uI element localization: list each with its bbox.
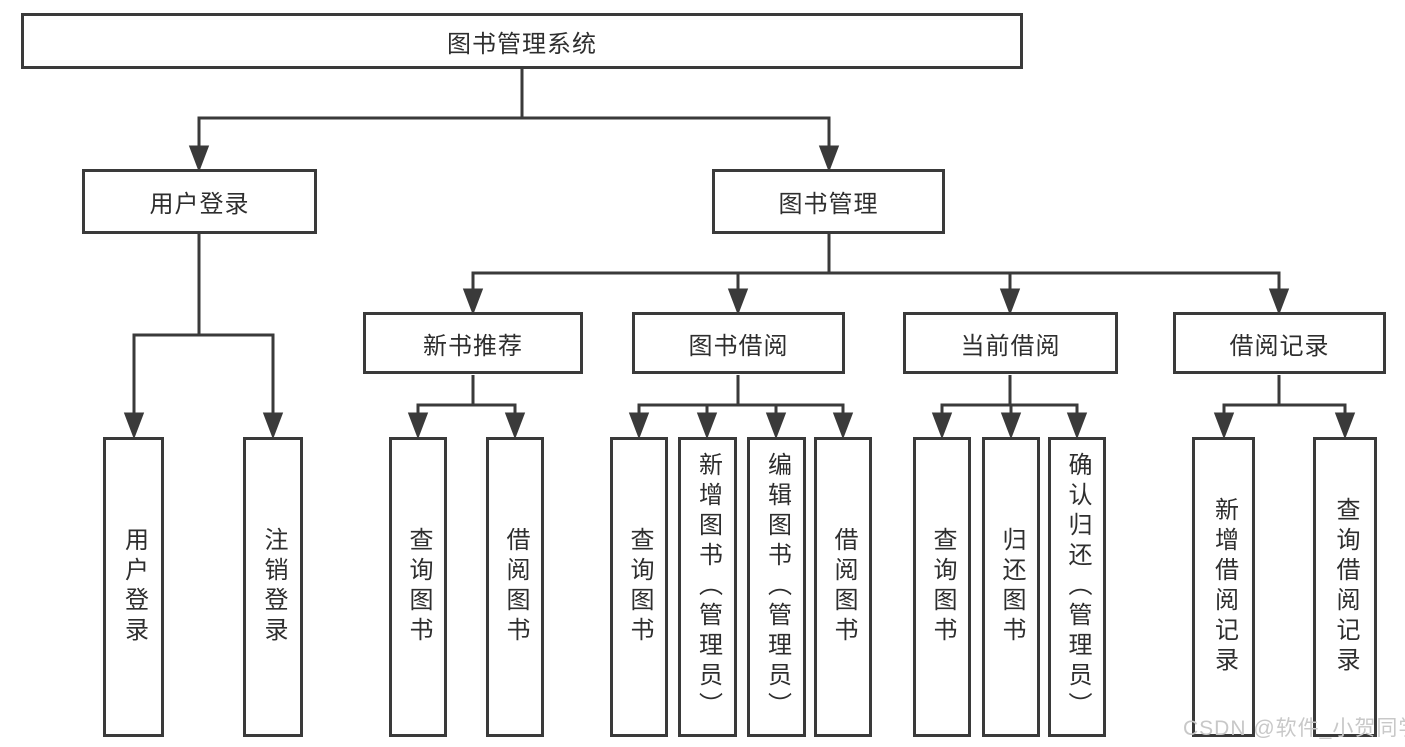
- node-label: 图书管理: [778, 191, 879, 218]
- node-label: 归还图书: [998, 527, 1025, 647]
- node-label: 借阅图书: [502, 527, 529, 647]
- node-label: 查询借阅记录: [1332, 497, 1359, 677]
- node-label: 查询图书: [405, 527, 432, 647]
- connector-currentborrow-to-leaves: [931, 375, 1088, 440]
- leaf-add-borrow-record: 新增借阅记录: [1192, 437, 1255, 737]
- node-book-management: 图书管理: [712, 169, 945, 234]
- leaf-confirm-return-admin: 确认归还（管理员）: [1048, 437, 1106, 737]
- leaf-return-book: 归还图书: [982, 437, 1040, 737]
- node-current-borrow: 当前借阅: [903, 312, 1118, 374]
- node-root: 图书管理系统: [21, 13, 1023, 69]
- connector-borrowrecords-to-leaves: [1213, 375, 1356, 440]
- node-label: 当前借阅: [960, 332, 1061, 360]
- node-borrow-records: 借阅记录: [1173, 312, 1386, 374]
- connector-newbooks-to-leaves: [407, 375, 526, 440]
- node-user-login: 用户登录: [82, 169, 317, 234]
- node-new-book-recommend: 新书推荐: [363, 312, 583, 374]
- node-label: 借阅记录: [1229, 332, 1330, 360]
- leaf-user-login: 用户登录: [103, 437, 164, 737]
- csdn-watermark: CSDN @软件_小贺同学: [1183, 717, 1405, 740]
- node-label: 用户登录: [149, 191, 250, 218]
- leaf-edit-book-admin: 编辑图书（管理员）: [747, 437, 806, 737]
- node-label: 图书管理系统: [447, 30, 597, 58]
- leaf-query-book-borrow: 查询图书: [610, 437, 668, 737]
- node-label: 确认归还（管理员）: [1064, 452, 1091, 722]
- connector-bookborrow-to-leaves: [628, 375, 854, 440]
- node-label: 新增借阅记录: [1210, 497, 1238, 677]
- connector-bookmgmt-to-level3: [462, 234, 1290, 316]
- node-label: 新增图书（管理员）: [694, 452, 722, 722]
- leaf-query-book-recommend: 查询图书: [389, 437, 447, 737]
- node-book-borrow: 图书借阅: [632, 312, 845, 374]
- leaf-borrow-book-recommend: 借阅图书: [486, 437, 544, 737]
- node-label: 用户登录: [120, 527, 148, 647]
- node-label: 查询图书: [626, 527, 653, 647]
- leaf-query-borrow-record: 查询借阅记录: [1313, 437, 1377, 737]
- node-label: 借阅图书: [830, 527, 857, 647]
- node-label: 新书推荐: [423, 332, 523, 360]
- node-label: 图书借阅: [688, 332, 789, 360]
- connector-root-to-level2: [188, 69, 840, 173]
- leaf-logout: 注销登录: [243, 437, 303, 737]
- node-label: 注销登录: [260, 527, 287, 647]
- node-label: 编辑图书（管理员）: [763, 452, 791, 722]
- node-label: 查询图书: [929, 527, 956, 647]
- connector-userlogin-to-leaves: [123, 234, 284, 440]
- leaf-query-book-current: 查询图书: [913, 437, 971, 737]
- leaf-borrow-book: 借阅图书: [814, 437, 872, 737]
- leaf-add-book-admin: 新增图书（管理员）: [678, 437, 737, 737]
